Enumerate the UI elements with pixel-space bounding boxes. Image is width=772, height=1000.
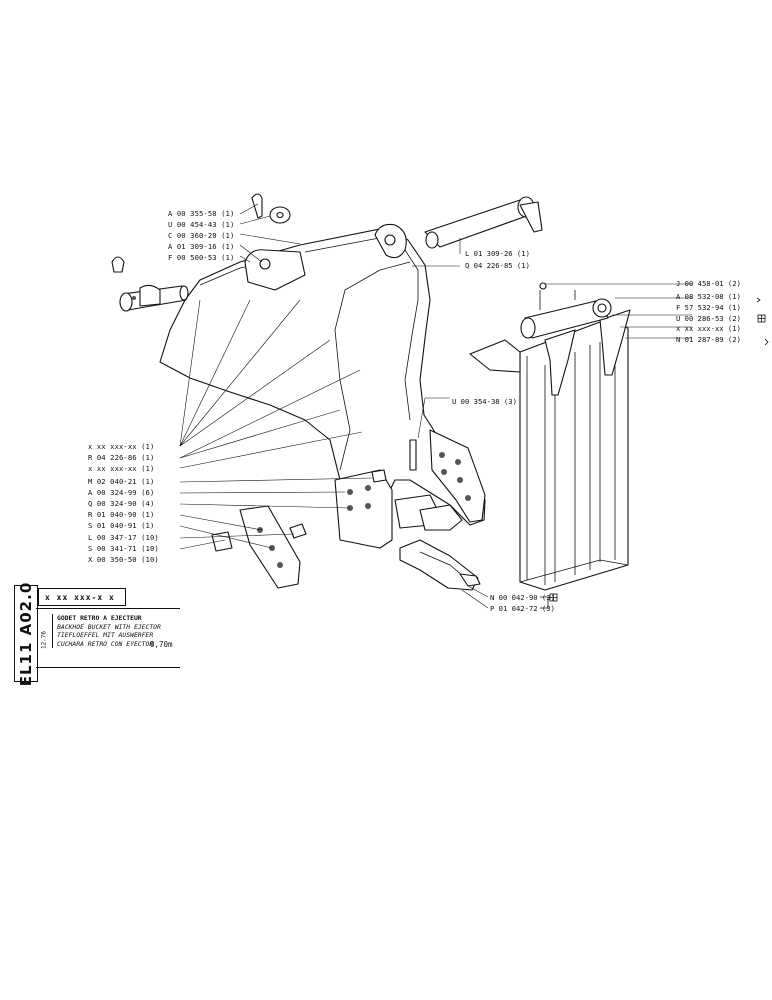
callout-s01040: S 01 040-91 (1)	[88, 521, 154, 530]
callout-u00286: U 00 286-53 (2)	[676, 314, 741, 323]
left-pin	[111, 256, 189, 312]
title-spanish: CUCHARA RETRO CON EYECTOR	[57, 639, 154, 648]
callout-u00354: U 00 354-38 (3)	[452, 397, 517, 406]
callout-c00360: C 00 360-20 (1)	[168, 231, 234, 240]
ejector-arms	[469, 282, 631, 396]
side-cutter	[211, 505, 307, 589]
callout-n00042: N 00 042-90 (3)	[490, 593, 555, 602]
bucket-size: 0,70m	[150, 640, 173, 649]
callout-a00355: A 00 355-58 (1)	[168, 209, 234, 218]
callout-a01309: A 01 309-16 (1)	[168, 242, 234, 251]
title-french: GODET RETRO A EJECTEUR	[57, 614, 142, 622]
callout-xx-left-2: x xx xxx-xx (1)	[88, 464, 154, 473]
title-english: BACKHOE BUCKET WITH EJECTOR	[57, 622, 161, 631]
title-block-frame	[36, 608, 180, 668]
leader-lines	[179, 203, 692, 609]
callout-markers	[540, 297, 769, 609]
callout-r01040: R 01 040-90 (1)	[88, 510, 154, 519]
callout-xx-right: x xx xxx-xx (1)	[676, 324, 741, 333]
callout-f00500: F 00 500-53 (1)	[168, 253, 234, 262]
callout-l01309: L 01 309-26 (1)	[465, 249, 530, 258]
top-pin	[424, 196, 543, 249]
callout-a00324: A 00 324-99 (6)	[88, 488, 154, 497]
callout-p01042: P 01 042-72 (3)	[490, 604, 555, 613]
callout-xx-left-1: x xx xxx-xx (1)	[88, 442, 154, 451]
part-callouts: A 00 355-58 (1) U 00 454-43 (1) C 00 360…	[88, 209, 741, 613]
title-block: GODET RETRO A EJECTEUR BACKHOE BUCKET WI…	[52, 614, 183, 649]
callout-f57532: F 57 532-94 (1)	[676, 303, 741, 312]
part-number-box: x xx xxx-x x	[38, 588, 126, 606]
callout-m02040: M 02 040-21 (1)	[88, 477, 154, 486]
bucket-tooth	[399, 539, 481, 591]
callout-r04226: R 04 226-86 (1)	[88, 453, 154, 462]
title-german: TIEFLOEFFEL MIT AUSWERFER	[57, 631, 154, 640]
callout-u00454: U 00 454-43 (1)	[168, 220, 234, 229]
drawing-code-box: EL11 A02.0	[14, 581, 38, 686]
callout-q04226: Q 04 226-85 (1)	[465, 261, 530, 270]
callout-n01287: N 01 287-89 (2)	[676, 335, 741, 344]
callout-l00347: L 00 347-17 (10)	[88, 533, 159, 542]
callout-x00350: X 00 350-50 (10)	[88, 555, 159, 564]
callout-j00458: J 00 458-01 (2)	[676, 279, 741, 288]
washer	[251, 193, 291, 224]
callout-q00324: Q 00 324-90 (4)	[88, 499, 154, 508]
callout-s00341: S 00 341-71 (10)	[88, 544, 159, 553]
callout-a08532: A 08 532-08 (1)	[676, 292, 741, 301]
